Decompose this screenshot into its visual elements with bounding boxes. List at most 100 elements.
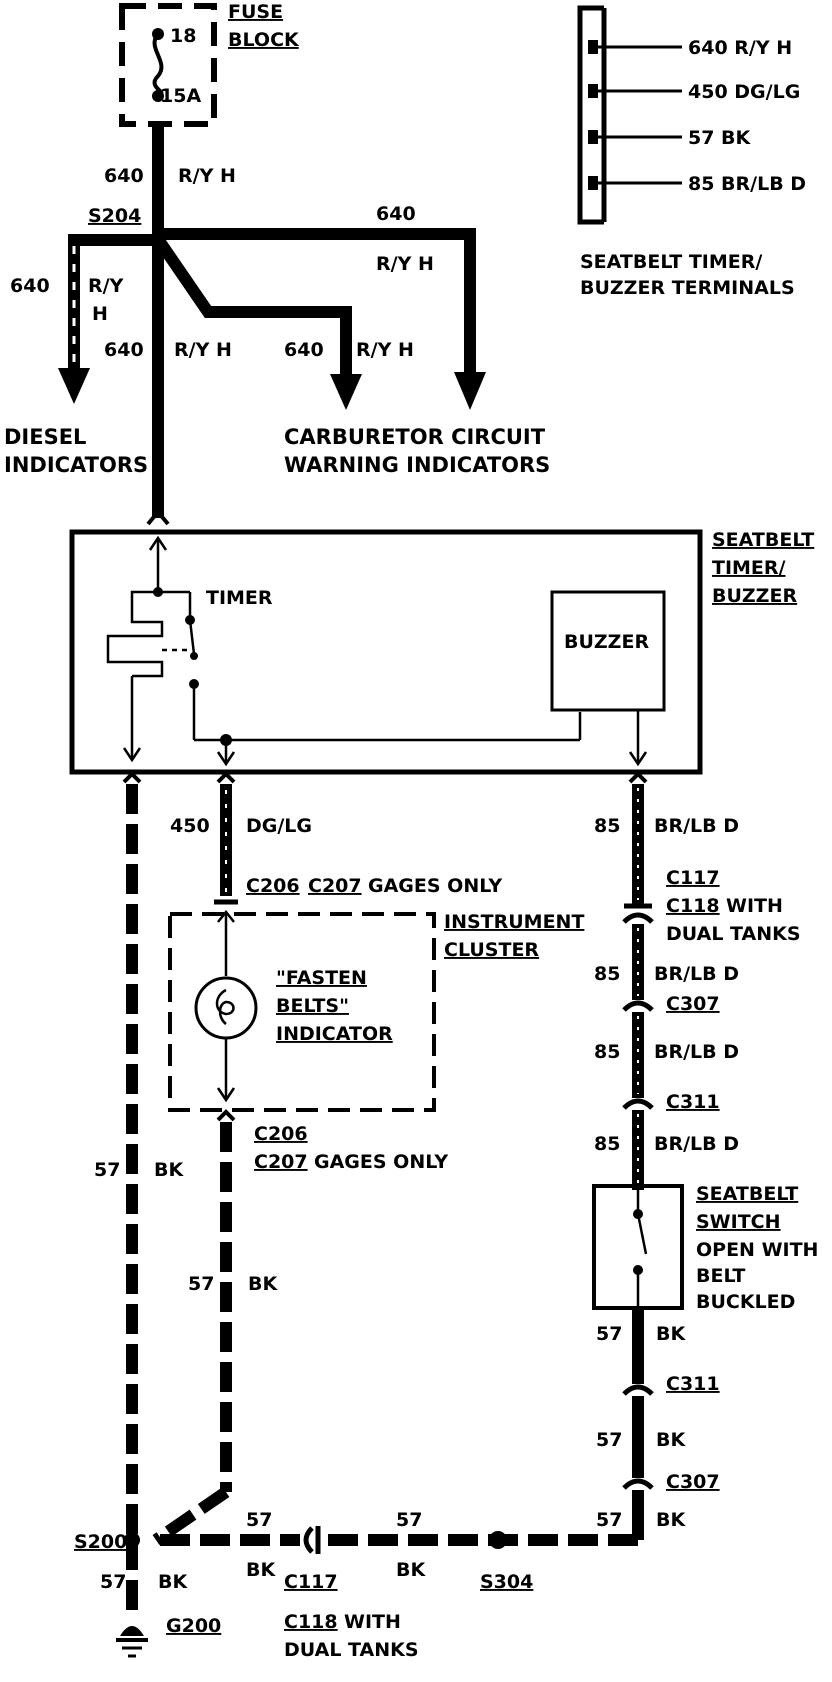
s200-label: S200 xyxy=(74,1531,127,1553)
cluster-title-1: INSTRUMENT xyxy=(444,911,584,933)
ground-run-color-1: BK xyxy=(246,1559,276,1581)
ground-run: 57 BK 57 BK S304 C117 C118 WITH DUAL TAN… xyxy=(160,1509,638,1661)
wire-57-cluster: C206 C207 GAGES ONLY 57 BK xyxy=(152,1109,448,1545)
module-title-1: SEATBELT xyxy=(712,529,814,551)
wire-450-circuit: 450 xyxy=(170,815,210,837)
wire-57-left-color: BK xyxy=(154,1159,184,1181)
fuse-block-title-2: BLOCK xyxy=(228,29,300,51)
ground-run-circuit-2: 57 xyxy=(396,1509,422,1531)
module-title-3: BUZZER xyxy=(712,585,797,607)
ground-drop-color: BK xyxy=(158,1571,188,1593)
terminal-pin-2: 450 DG/LG xyxy=(688,81,800,103)
fasten-belts-label-3: INDICATOR xyxy=(276,1023,393,1045)
switch-note-3: BUCKLED xyxy=(696,1291,795,1313)
wire-85-circuit-1: 85 xyxy=(594,815,620,837)
fuse-rating: 15A xyxy=(160,85,201,107)
c206-bottom-label: C206 xyxy=(254,1123,308,1145)
terminals-title-1: SEATBELT TIMER/ xyxy=(580,251,762,273)
branch-diesel: 640 R/Y H DIESEL INDICATORS xyxy=(4,234,158,477)
fuse-block-title-1: FUSE xyxy=(228,1,283,23)
gages-only-top-label: GAGES ONLY xyxy=(368,875,502,897)
c118-bottom-label: C118 xyxy=(284,1611,338,1633)
buzzer-label: BUZZER xyxy=(564,631,649,653)
module-title-2: TIMER/ xyxy=(712,557,786,579)
branch-carb-right: 640 R/Y H xyxy=(158,203,486,410)
c206-top-label: C206 xyxy=(246,875,300,897)
c311-lower-label: C311 xyxy=(666,1373,720,1395)
c118-bottom-dual-tanks: DUAL TANKS xyxy=(284,1639,419,1661)
fuse-block: 18 15A FUSE BLOCK xyxy=(119,1,300,127)
main-color-label: R/Y H xyxy=(174,339,232,361)
c117-bottom-label: C117 xyxy=(284,1571,338,1593)
g200-label: G200 xyxy=(166,1615,221,1637)
wire-450: 450 DG/LG C206 C207 GAGES ONLY xyxy=(170,771,502,905)
carb-right-color-label: R/Y H xyxy=(376,253,434,275)
wire-640-color-label: R/Y H xyxy=(178,165,236,187)
wire-640-to-module: 640 R/Y H xyxy=(104,240,232,526)
terminal-pin-3: 57 BK xyxy=(688,127,752,149)
diesel-circuit-label: 640 xyxy=(10,275,50,297)
seatbelt-switch: SEATBELT SWITCH OPEN WITH BELT BUCKLED xyxy=(592,1183,818,1313)
wire-57-switch-color-2: BK xyxy=(656,1429,686,1451)
c207-bottom-label: C207 xyxy=(254,1151,308,1173)
c311-upper-label: C311 xyxy=(666,1091,720,1113)
diesel-indicators-label-1: DIESEL xyxy=(4,425,86,449)
wire-85-circuit-4: 85 xyxy=(594,1133,620,1155)
wire-57-left: 57 BK xyxy=(94,771,184,1540)
carb-left-circuit-label: 640 xyxy=(284,339,324,361)
wire-640-circuit-label: 640 xyxy=(104,165,144,187)
c118-bottom-with: WITH xyxy=(344,1611,401,1633)
wire-57-cluster-circuit: 57 xyxy=(188,1273,214,1295)
timer-buzzer-module: SEATBELT TIMER/ BUZZER TIMER BUZZER xyxy=(69,529,814,775)
wire-57-cluster-color: BK xyxy=(248,1273,278,1295)
diesel-color-label-2: H xyxy=(92,303,108,325)
terminals-title-2: BUZZER TERMINALS xyxy=(580,277,795,299)
wire-57-switch-color-1: BK xyxy=(656,1323,686,1345)
carb-indicators-label-1: CARBURETOR CIRCUIT xyxy=(284,425,546,449)
ground-run-circuit-1: 57 xyxy=(246,1509,272,1531)
wire-57-switch: 57 BK C311 57 BK C307 57 BK xyxy=(596,1308,720,1540)
wire-640-feed: 640 R/Y H xyxy=(104,124,236,240)
branch-carb-left: 640 R/Y H CARBURETOR CIRCUIT WARNING IND… xyxy=(155,238,550,477)
c118-right-with: WITH xyxy=(726,895,783,917)
fasten-belts-label-1: "FASTEN xyxy=(276,967,367,989)
switch-note-2: BELT xyxy=(696,1265,745,1287)
buzzer-terminal-connector: 640 R/Y H 450 DG/LG 57 BK 85 BR/LB D SEA… xyxy=(577,5,806,299)
cluster-title-2: CLUSTER xyxy=(444,939,539,961)
terminal-pin-4: 85 BR/LB D xyxy=(688,173,806,195)
carb-right-circuit-label: 640 xyxy=(376,203,416,225)
wire-85-color-3: BR/LB D xyxy=(654,1041,739,1063)
wire-57-left-circuit: 57 xyxy=(94,1159,120,1181)
instrument-cluster: INSTRUMENT CLUSTER "FASTEN BELTS" INDICA… xyxy=(168,909,584,1112)
diesel-indicators-label-2: INDICATORS xyxy=(4,453,148,477)
wire-57-switch-circuit-3: 57 xyxy=(596,1509,622,1531)
wire-85-circuit-3: 85 xyxy=(594,1041,620,1063)
c307-upper-label: C307 xyxy=(666,993,720,1015)
wire-57-switch-color-3: BK xyxy=(656,1509,686,1531)
ground-drop-circuit: 57 xyxy=(100,1571,126,1593)
wire-85-color-1: BR/LB D xyxy=(654,815,739,837)
wire-85-color-2: BR/LB D xyxy=(654,963,739,985)
splice-s200-ground: S200 57 BK G200 xyxy=(74,1531,221,1658)
fasten-belts-label-2: BELTS" xyxy=(276,995,349,1017)
gages-only-bottom-label: GAGES ONLY xyxy=(314,1151,448,1173)
timer-label: TIMER xyxy=(206,587,273,609)
switch-title-1: SEATBELT xyxy=(696,1183,798,1205)
ground-run-color-2: BK xyxy=(396,1559,426,1581)
c118-right-label: C118 xyxy=(666,895,720,917)
wire-57-switch-circuit-2: 57 xyxy=(596,1429,622,1451)
wire-85: 85 BR/LB D C117 C118 WITH DUAL TANKS 85 … xyxy=(594,771,801,1190)
s304-label: S304 xyxy=(480,1571,533,1593)
fuse-number: 18 xyxy=(170,25,196,47)
wire-450-color: DG/LG xyxy=(246,815,312,837)
wire-85-circuit-2: 85 xyxy=(594,963,620,985)
diesel-color-label: R/Y xyxy=(88,275,124,297)
main-circuit-label: 640 xyxy=(104,339,144,361)
terminal-pin-1: 640 R/Y H xyxy=(688,37,792,59)
c307-lower-label: C307 xyxy=(666,1471,720,1493)
c207-top-label: C207 xyxy=(308,875,362,897)
wire-85-color-4: BR/LB D xyxy=(654,1133,739,1155)
switch-note-1: OPEN WITH xyxy=(696,1239,818,1261)
c117-right-label: C117 xyxy=(666,867,720,889)
